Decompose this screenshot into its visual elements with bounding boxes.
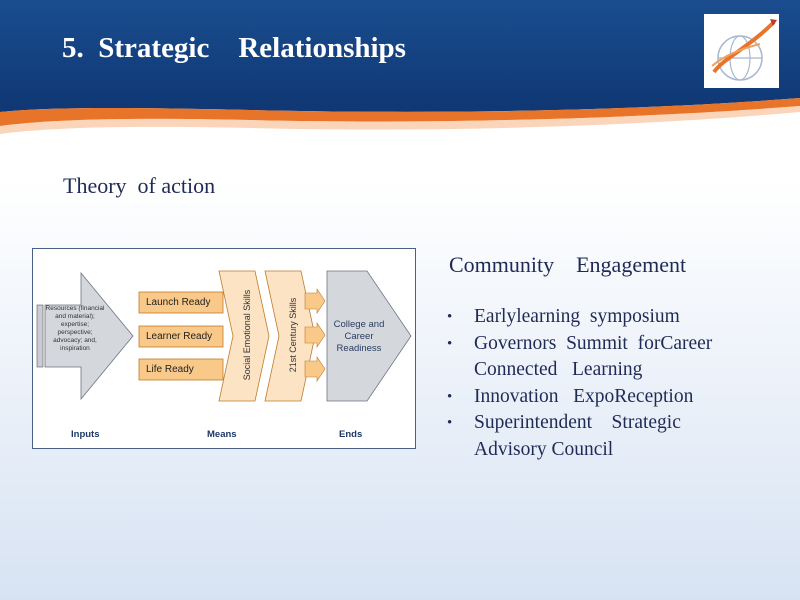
theory-of-action-diagram: Resources (financial and material); expe…	[32, 248, 416, 449]
bullet-icon: •	[447, 335, 453, 352]
footer-label-inputs: Inputs	[71, 429, 100, 440]
header-band: 5. Strategic Relationships	[0, 0, 800, 150]
means-box-shape	[138, 358, 224, 381]
ends-arrow	[326, 270, 412, 402]
slide-title: 5. Strategic Relationships	[62, 32, 406, 64]
diagram-shapes	[36, 270, 412, 402]
ends-description: College and Career Readiness	[333, 319, 385, 354]
century-skills-chevron	[264, 270, 316, 402]
community-engagement-heading: Community Engagement	[449, 252, 687, 277]
means-item-launch-ready: Launch Ready	[146, 297, 211, 308]
century-skills-label: 21st Century Skills	[288, 297, 298, 373]
bullet-icon: •	[447, 309, 453, 325]
inputs-description: Resources (financial and material); expe…	[45, 305, 105, 352]
inputs-arrow	[44, 271, 134, 401]
theory-of-action-heading: Theory of action	[63, 173, 216, 198]
social-skills-chevron	[218, 270, 270, 402]
means-box-shape	[138, 325, 224, 348]
bullet-icon: •	[447, 388, 453, 405]
globe-swoosh-logo	[704, 14, 779, 88]
bullet-icon: •	[447, 415, 453, 431]
list-item: •Superintendent Strategic Advisory Counc…	[447, 412, 681, 460]
list-item: •Earlylearning symposium	[447, 304, 767, 331]
footer-label-means: Means	[207, 429, 237, 440]
footer-label-ends: Ends	[339, 429, 363, 440]
list-item: •Governors Summit forCareer Connected Le…	[447, 332, 713, 381]
social-emotional-skills-label: Social Emotional Skills	[242, 289, 252, 381]
header-background	[0, 0, 800, 134]
inputs-bar	[36, 304, 44, 368]
list-item: •Innovation ExpoReception	[447, 384, 767, 411]
means-box-shape	[138, 291, 224, 314]
means-item-life-ready: Life Ready	[146, 364, 194, 375]
engagement-list: •Earlylearning symposium •Governors Summ…	[447, 304, 767, 463]
means-item-learner-ready: Learner Ready	[146, 331, 213, 342]
